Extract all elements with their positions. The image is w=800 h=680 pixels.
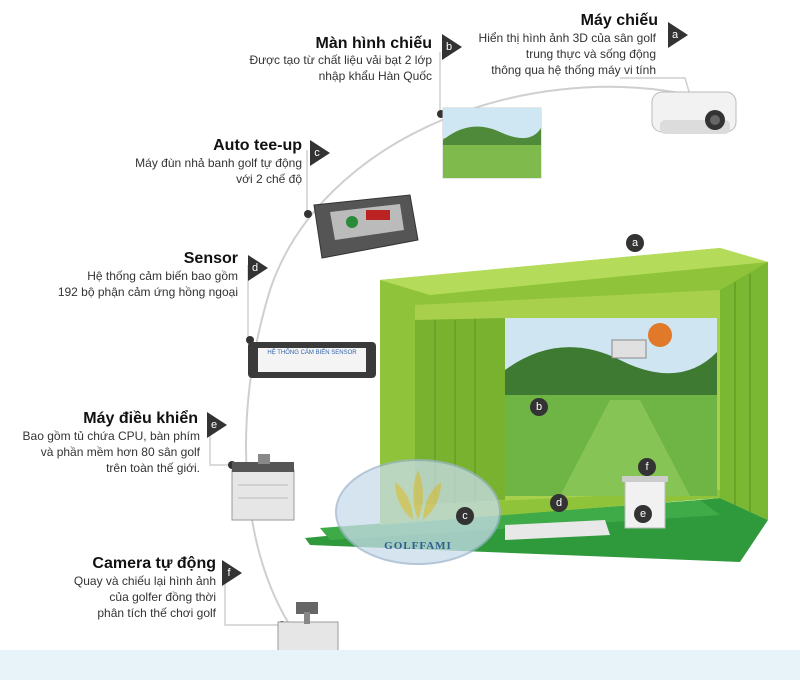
tag-flag-f (222, 560, 242, 586)
projector-desc-line: thông qua hệ thống máy vi tính (491, 63, 656, 77)
sensor-desc-line: Hệ thống cảm biến bao gồm (87, 269, 238, 283)
arc-node-c (304, 210, 312, 218)
connector-line-e (209, 425, 230, 466)
room-marker-b: b (530, 398, 548, 416)
golffami-logo (335, 459, 501, 565)
controller-desc-line: và phần mềm hơn 80 sân golf (40, 445, 200, 459)
sensor-desc-line: 192 bộ phận cảm ứng hồng ngoại (57, 285, 238, 299)
projector-desc: Hiển thị hình ảnh 3D của sân golf trung … (440, 30, 656, 78)
auto-tee-desc-line: Máy đùn nhả banh golf tự động (135, 156, 302, 170)
sensor-panel (248, 342, 376, 378)
camera-unit (277, 602, 339, 653)
tag-label-f: f (227, 567, 231, 579)
camera-title: Camera tự động (92, 555, 216, 572)
auto-tee-device (313, 194, 419, 259)
projector-desc-line: Hiển thị hình ảnh 3D của sân golf (478, 31, 656, 45)
connector-arc (245, 85, 691, 641)
tag-label-d: d (251, 262, 259, 274)
room-marker-c: c (456, 507, 474, 525)
auto-tee-title: Auto tee-up (213, 137, 302, 154)
projector-title: Máy chiếu (580, 12, 658, 29)
controller-title: Máy điều khiển (83, 410, 198, 427)
auto-tee-desc-line: với 2 chế độ (236, 172, 302, 186)
screen-desc: Được tạo từ chất liệu vải bạt 2 lớp nhập… (200, 52, 432, 84)
screen-desc-line: Được tạo từ chất liệu vải bạt 2 lớp (249, 53, 432, 67)
tag-label-a: a (671, 29, 679, 41)
tag-flag-c (310, 140, 330, 166)
bottom-strip (0, 650, 800, 680)
projector-illustration (651, 91, 737, 134)
tag-flag-d (248, 255, 268, 281)
camera-desc-line: phân tích thế chơi golf (97, 606, 216, 620)
screen-desc-line: nhập khẩu Hàn Quốc (318, 69, 432, 83)
auto-tee-desc: Máy đùn nhả banh golf tự động với 2 chế … (110, 155, 302, 187)
projector-desc-line: trung thực và sống động (525, 47, 656, 61)
sensor-panel-label: HỆ THỐNG CẢM BIẾN SENSOR (267, 350, 357, 356)
controller-cabinet (231, 454, 295, 521)
controller-desc-line: Bao gồm tủ chứa CPU, bàn phím (22, 429, 200, 443)
connector-line-a (620, 77, 691, 96)
sensor-desc: Hệ thống cảm biến bao gồm 192 bộ phận cả… (40, 268, 238, 300)
sensor-title: Sensor (183, 250, 238, 267)
camera-desc: Quay và chiếu lại hình ảnh của golfer đồ… (30, 573, 216, 621)
logo-text: GOLFFAMI (384, 540, 452, 552)
room-marker-e: e (634, 505, 652, 523)
tag-flag-b (442, 34, 462, 60)
tag-flag-e (207, 412, 227, 438)
tag-label-b: b (445, 41, 453, 53)
tag-flag-a (668, 22, 688, 48)
room-marker-a: a (626, 234, 644, 252)
camera-desc-line: Quay và chiếu lại hình ảnh (73, 574, 216, 588)
screen-title: Màn hình chiếu (315, 35, 432, 52)
connector-line-f (224, 570, 280, 626)
camera-desc-line: của golfer đồng thời (109, 590, 216, 604)
controller-desc: Bao gồm tủ chứa CPU, bàn phím và phần mề… (4, 428, 200, 476)
controller-desc-line: trên toàn thế giới. (106, 461, 200, 475)
room-marker-d: d (550, 494, 568, 512)
screen-thumbnail (442, 107, 542, 179)
tag-label-c: c (314, 147, 320, 159)
tag-label-e: e (210, 419, 218, 431)
room-marker-f: f (638, 458, 656, 476)
